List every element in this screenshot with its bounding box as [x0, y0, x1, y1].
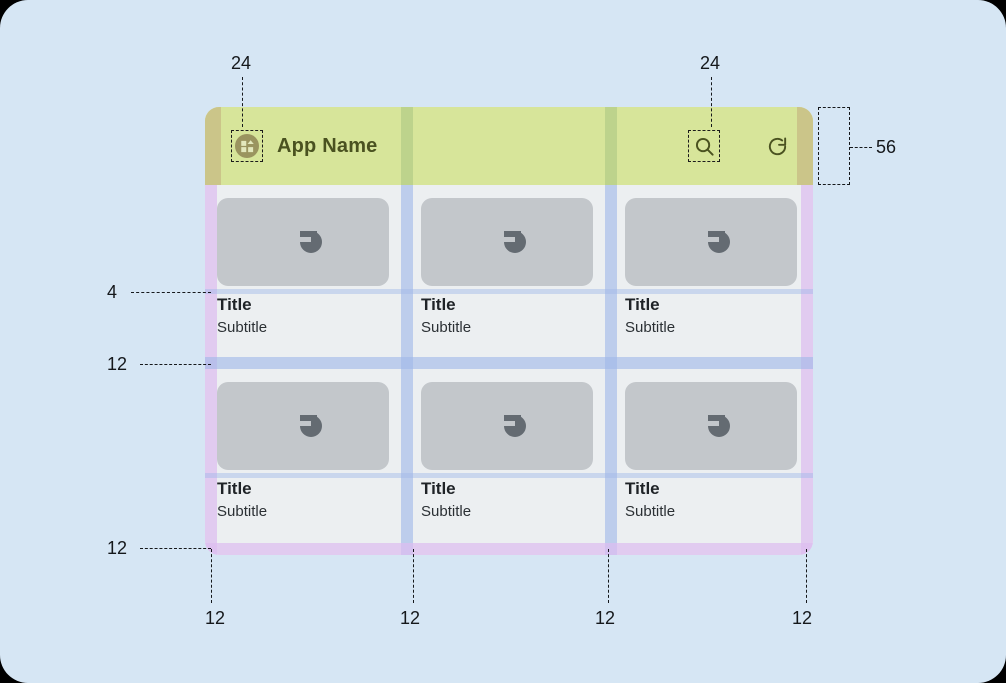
image-placeholder-icon — [300, 415, 322, 437]
card-title: Title — [217, 295, 252, 314]
grid-left-margin-overlay — [205, 185, 217, 555]
leader-search-icon-size — [711, 77, 712, 127]
leader-appbar-height — [850, 147, 872, 148]
refresh-glyph — [768, 136, 786, 155]
card[interactable]: Title Subtitle — [625, 198, 797, 336]
grid-bottom-margin-overlay — [205, 543, 813, 555]
card[interactable]: Title Subtitle — [217, 382, 389, 520]
card[interactable]: Title Subtitle — [421, 198, 593, 336]
menu-icon-badge — [235, 134, 259, 158]
card-title: Title — [421, 295, 456, 314]
card-title: Title — [625, 479, 660, 498]
leader-bottom-padding — [140, 548, 211, 549]
card-thumbnail — [421, 198, 593, 286]
leader-bottom-mark-2 — [413, 549, 414, 603]
grid-column-gutter-2 — [605, 185, 617, 555]
app-mockup: App Name — [205, 107, 813, 555]
card-title: Title — [421, 479, 456, 498]
card[interactable]: Title Subtitle — [625, 382, 797, 520]
menu-grid-glyph — [240, 139, 254, 152]
card-subtitle: Subtitle — [421, 318, 472, 336]
image-placeholder-icon — [708, 231, 730, 253]
card[interactable]: Title Subtitle — [421, 382, 593, 520]
card-thumbnail — [217, 198, 389, 286]
annotation-title-gap: 4 — [107, 282, 118, 302]
card-title: Title — [625, 295, 660, 314]
title-gap-overlay-row1 — [205, 289, 813, 294]
leader-title-gap — [131, 292, 211, 293]
image-placeholder-icon — [504, 415, 526, 437]
card-thumbnail — [421, 382, 593, 470]
leader-menu-icon-size — [242, 77, 243, 127]
search-icon-size-box — [688, 130, 720, 162]
card-title: Title — [217, 479, 252, 498]
appbar-height-bracket — [818, 107, 850, 185]
card-subtitle: Subtitle — [625, 318, 676, 336]
annotation-bottom-mark: 12 — [595, 608, 616, 628]
card-grid: Title Subtitle Title Subtitle — [205, 185, 813, 555]
app-bar: App Name — [205, 107, 813, 185]
leader-bottom-mark-1 — [211, 549, 212, 603]
annotation-appbar-height: 56 — [876, 137, 897, 157]
leader-bottom-mark-3 — [608, 549, 609, 603]
annotation-menu-icon-size: 24 — [231, 53, 252, 73]
card-thumbnail — [625, 198, 797, 286]
appbar-left-padding-overlay — [205, 107, 221, 185]
search-icon[interactable] — [692, 134, 716, 158]
card-subtitle: Subtitle — [217, 318, 268, 336]
annotation-bottom-padding: 12 — [107, 538, 128, 558]
grid-right-margin-overlay — [801, 185, 813, 555]
annotation-bottom-mark: 12 — [400, 608, 421, 628]
card-subtitle: Subtitle — [217, 502, 268, 520]
annotation-bottom-mark: 12 — [792, 608, 813, 628]
app-bar-title: App Name — [277, 134, 378, 157]
menu-icon[interactable] — [235, 134, 259, 158]
card[interactable]: Title Subtitle — [217, 198, 389, 336]
appbar-column-gutter-2 — [605, 107, 617, 185]
appbar-column-gutter-1 — [401, 107, 413, 185]
image-placeholder-icon — [504, 231, 526, 253]
search-glyph — [695, 137, 714, 156]
card-thumbnail — [217, 382, 389, 470]
grid-column-gutter-1 — [401, 185, 413, 555]
card-subtitle: Subtitle — [421, 502, 472, 520]
leader-bottom-mark-4 — [806, 549, 807, 603]
refresh-icon[interactable] — [765, 134, 789, 158]
image-placeholder-icon — [708, 415, 730, 437]
image-placeholder-icon — [300, 231, 322, 253]
annotation-search-icon-size: 24 — [700, 53, 721, 73]
annotation-bottom-mark: 12 — [205, 608, 226, 628]
card-subtitle: Subtitle — [625, 502, 676, 520]
menu-icon-size-box — [231, 130, 263, 162]
leader-row-gutter — [140, 364, 211, 365]
grid-row-gutter — [205, 357, 813, 369]
card-thumbnail — [625, 382, 797, 470]
title-gap-overlay-row2 — [205, 473, 813, 478]
appbar-right-padding-overlay — [797, 107, 813, 185]
annotation-row-gutter: 12 — [107, 354, 128, 374]
